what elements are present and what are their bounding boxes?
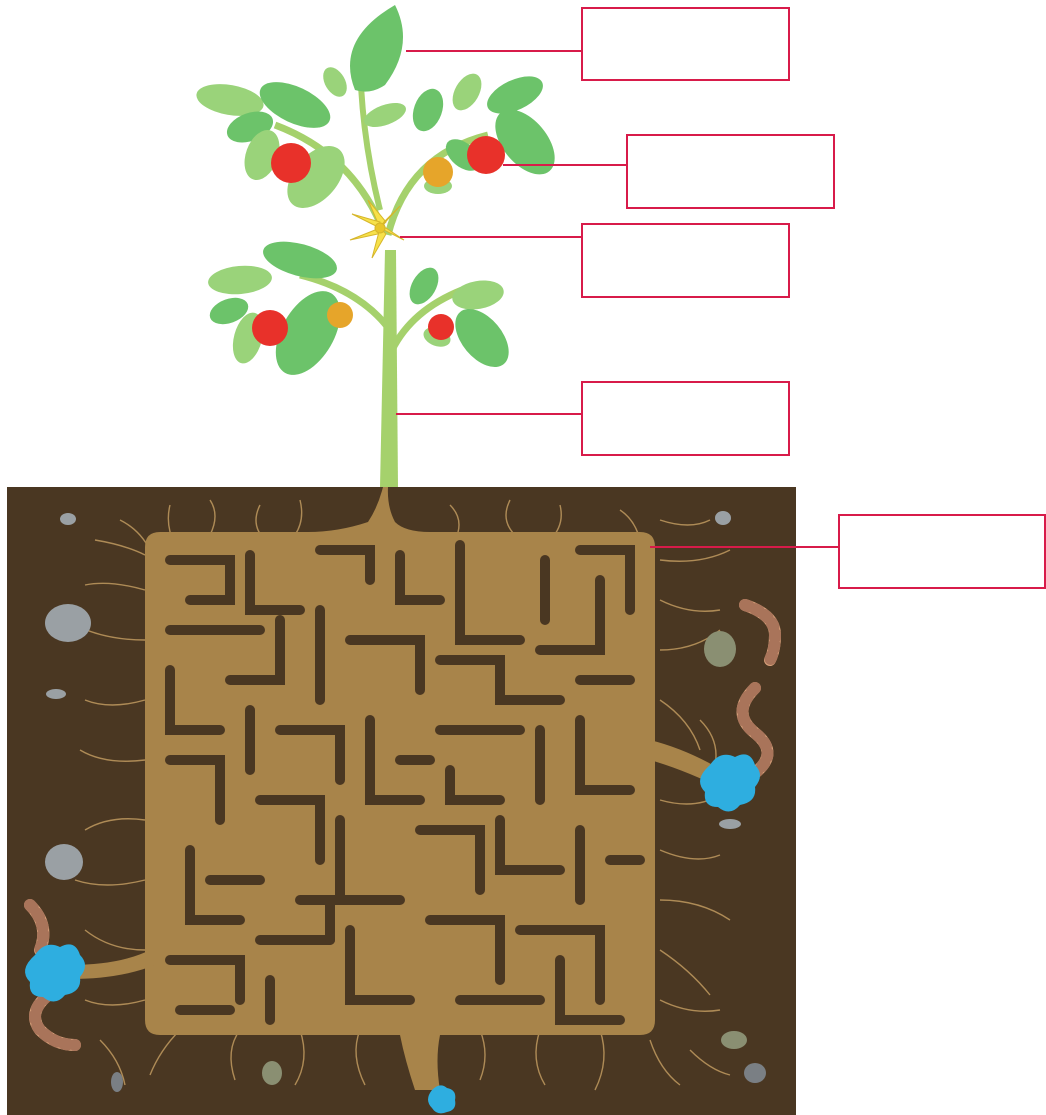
worms xyxy=(24,599,782,1051)
water xyxy=(25,754,760,1114)
tomatoes xyxy=(252,136,505,346)
stone-icon xyxy=(45,604,91,642)
stones xyxy=(45,511,766,1092)
tomato-icon xyxy=(252,310,288,346)
tomato-icon xyxy=(467,136,505,174)
leaf-icon xyxy=(259,82,331,128)
label-box-stem[interactable] xyxy=(581,381,790,456)
stone-icon xyxy=(719,819,741,829)
leaf-icon xyxy=(244,129,280,181)
tomato-icon xyxy=(428,314,454,340)
stone-icon xyxy=(704,631,736,667)
leaf-icon xyxy=(263,241,337,279)
leaf-icon xyxy=(209,297,249,325)
stone-icon xyxy=(262,1061,282,1085)
tomato-icon xyxy=(271,143,311,183)
stone-icon xyxy=(721,1031,747,1049)
leaf-icon xyxy=(412,88,444,132)
leaves xyxy=(196,5,555,375)
label-box-root[interactable] xyxy=(838,514,1046,589)
leaf-icon xyxy=(452,73,482,111)
leaf-icon xyxy=(208,265,272,295)
tomato-icon xyxy=(327,302,353,328)
stone-icon xyxy=(46,689,66,699)
tomato-icon xyxy=(423,157,453,187)
leaf-icon xyxy=(350,5,403,92)
water-drop-icon xyxy=(25,944,85,1002)
stone-icon xyxy=(111,1072,123,1092)
water-drop-icon xyxy=(700,754,760,812)
leaf-icon xyxy=(196,84,264,116)
root-maze xyxy=(70,487,730,1090)
leader-lines xyxy=(396,50,838,548)
stone-icon xyxy=(715,511,731,525)
leaf-icon xyxy=(323,67,347,97)
leaf-icon xyxy=(275,291,341,375)
leaf-icon xyxy=(409,267,439,305)
leaf-icon xyxy=(455,308,509,368)
stone-icon xyxy=(45,844,83,880)
stone-icon xyxy=(744,1063,766,1083)
label-box-flower[interactable] xyxy=(581,223,790,298)
leaf-icon xyxy=(452,280,504,310)
label-box-fruit[interactable] xyxy=(626,134,835,209)
stone-icon xyxy=(60,513,76,525)
leaf-icon xyxy=(487,76,543,114)
flower-icon xyxy=(349,199,405,259)
label-box-leaf[interactable] xyxy=(581,7,790,81)
leaf-icon xyxy=(495,109,555,175)
leaf-icon xyxy=(364,102,406,128)
water-drop-icon xyxy=(428,1085,456,1114)
